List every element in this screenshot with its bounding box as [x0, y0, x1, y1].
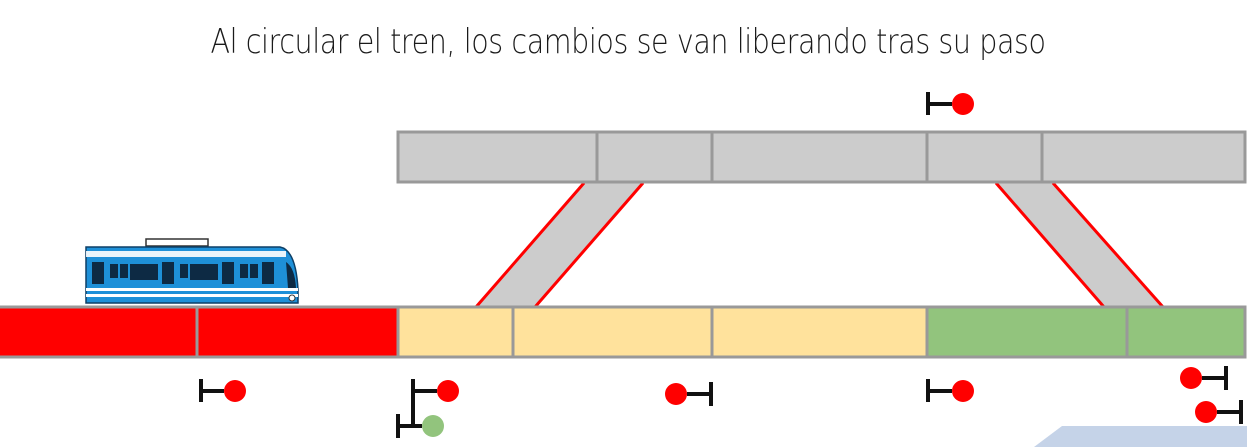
- signal-lower-1-lamp: [224, 380, 246, 402]
- lower-section-4: [511, 305, 714, 359]
- upper-track: [396, 130, 1247, 184]
- signal-lower-5-top-lamp: [1180, 367, 1202, 389]
- upper-section-3: [710, 130, 929, 184]
- lower-section-2: [195, 305, 400, 359]
- signal-lower-2-aux-lamp: [422, 415, 444, 437]
- signal-lower-3: [665, 382, 713, 406]
- corner-decoration: [1034, 426, 1247, 447]
- right-switch-red-line-2: [1051, 182, 1165, 308]
- signal-lower-1: [199, 379, 246, 402]
- lower-section-7: [1125, 305, 1247, 359]
- upper-section-1: [396, 130, 599, 184]
- signal-lower-5: [1180, 366, 1243, 424]
- left-switch-red-line-2: [533, 182, 645, 308]
- left-switch: [474, 182, 645, 308]
- signal-lower-3-lamp: [665, 383, 687, 405]
- left-switch-body: [476, 183, 643, 307]
- signal-lower-2-lamp: [437, 380, 459, 402]
- right-switch-red-line-1: [994, 182, 1106, 308]
- signal-lower-5-bottom-lamp: [1195, 401, 1217, 423]
- signal-upper: [926, 92, 974, 115]
- upper-section-4: [925, 130, 1044, 184]
- lower-section-1: [0, 305, 199, 359]
- signal-lower-4: [926, 379, 974, 402]
- left-switch-red-line-1: [474, 182, 586, 308]
- upper-section-5: [1040, 130, 1247, 184]
- lower-track: [0, 305, 1247, 359]
- lower-section-3: [396, 305, 515, 359]
- train-icon: [85, 238, 299, 304]
- upper-section-2: [595, 130, 714, 184]
- signal-lower-4-lamp: [952, 380, 974, 402]
- signal-lower-2: [411, 379, 459, 402]
- right-switch-body: [996, 183, 1163, 307]
- signal-lower-2-aux: [396, 402, 444, 438]
- right-switch: [994, 182, 1165, 308]
- lower-section-5: [710, 305, 929, 359]
- signal-upper-lamp: [952, 93, 974, 115]
- lower-section-6: [925, 305, 1129, 359]
- slide-title: Al circular el tren, los cambios se van …: [210, 22, 1046, 62]
